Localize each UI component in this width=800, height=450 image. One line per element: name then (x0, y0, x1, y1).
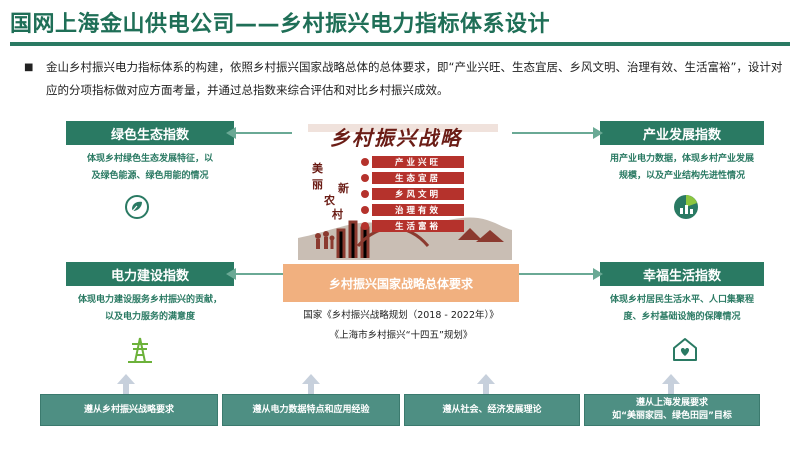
arrow-left-icon (226, 268, 236, 280)
rural-revitalization-illustration: 乡村振兴战略 美 丽 新 农 村 产业兴旺 生态宜居 乡风文明 治理有效 生活富… (298, 118, 512, 260)
pillar-item: 生活富裕 (372, 220, 464, 232)
card-green-desc: 体现乡村绿色生态发展特征，以 及绿色能源、绿色用能的情况 (86, 154, 213, 181)
chart-icon (674, 195, 698, 219)
principle-box: 遵从电力数据特点和应用经验 (222, 394, 400, 426)
intro-text: 金山乡村振兴电力指标体系的构建，依照乡村振兴国家战略总体的总体要求，即“产业兴旺… (46, 60, 783, 97)
national-plan-text: 国家《乡村振兴战略规划（2018 - 2022年）》 (303, 310, 499, 321)
connector-line (512, 132, 600, 134)
card-industry-title: 产业发展指数 (600, 121, 764, 145)
card-power-title: 电力建设指数 (66, 262, 234, 286)
intro-paragraph: ■ 金山乡村振兴电力指标体系的构建，依照乡村振兴国家战略总体的总体要求，即“产业… (24, 56, 784, 102)
leaf-icon (125, 195, 149, 219)
party-emblem-icons (361, 158, 369, 230)
title-divider (10, 42, 790, 46)
card-life-desc: 体现乡村居民生活水平、人口集聚程 度、乡村基础设施的保障情况 (609, 295, 754, 322)
strategy-slogan-box: 乡村振兴国家战略总体要求 (283, 264, 519, 302)
pillar-item: 乡风文明 (372, 188, 464, 200)
card-power-desc: 体现电力建设服务乡村振兴的贡献， 以及电力服务的满意度 (77, 295, 222, 322)
arrow-right-icon (593, 127, 603, 139)
principle-box: 遵从社会、经济发展理论 (404, 394, 580, 426)
page-title: 国网上海金山供电公司——乡村振兴电力指标体系设计 (10, 12, 551, 37)
arrow-left-icon (226, 127, 236, 139)
principle-box: 遵从乡村振兴战略要求 (40, 394, 218, 426)
bullet-icon: ■ (24, 62, 34, 73)
up-arrow-icon (477, 374, 495, 396)
tower-icon (128, 337, 152, 363)
up-arrow-icon (117, 374, 135, 396)
card-life-title: 幸福生活指数 (600, 262, 764, 286)
side-char: 丽 (312, 178, 323, 191)
connector-line (519, 273, 600, 275)
pillar-item: 治理有效 (372, 204, 464, 216)
arrow-right-icon (593, 268, 603, 280)
card-industry-desc: 用产业电力数据，体现乡村产业发展 规模，以及产业结构先进性情况 (609, 154, 754, 181)
home-heart-icon (673, 338, 697, 361)
calligraphy-title: 乡村振兴战略 (330, 126, 462, 150)
shanghai-plan-text: 《上海市乡村振兴“十四五”规划》 (329, 330, 473, 341)
card-green-title: 绿色生态指数 (66, 121, 234, 145)
connector-line (234, 132, 292, 134)
side-char: 农 (324, 194, 335, 207)
pillar-item: 产业兴旺 (372, 156, 464, 168)
pillar-item: 生态宜居 (372, 172, 464, 184)
side-char: 村 (332, 208, 343, 221)
up-arrow-icon (302, 374, 320, 396)
principle-box: 遵从上海发展要求 如“美丽家园、绿色田园”目标 (584, 394, 760, 426)
side-char: 美 (312, 162, 323, 175)
up-arrow-icon (662, 374, 680, 396)
side-char: 新 (338, 182, 349, 195)
connector-line (234, 273, 284, 275)
